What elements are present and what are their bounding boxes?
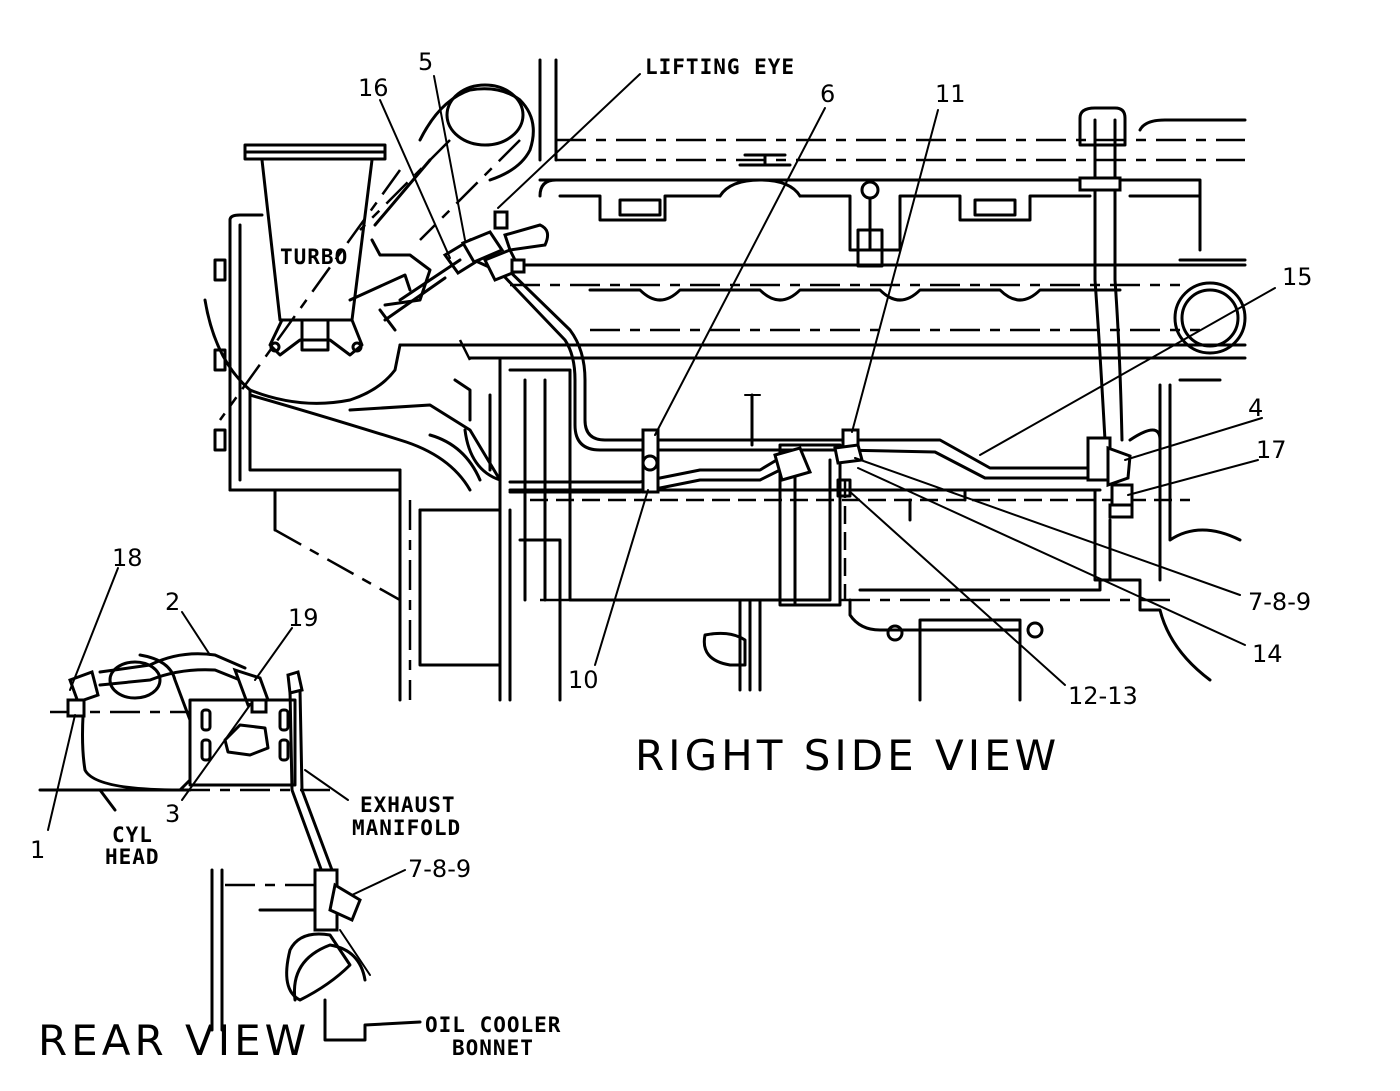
callout-19: 19	[288, 604, 319, 632]
callout-7-8-9-rear: 7-8-9	[408, 855, 471, 883]
callout-14: 14	[1252, 640, 1283, 668]
oil-cooler-bonnet-label-1: OIL COOLER	[425, 1013, 561, 1037]
text-labels: LIFTING EYE TURBO EXHAUST MANIFOLD CYL H…	[30, 48, 1313, 1065]
callout-11: 11	[935, 80, 966, 108]
callout-16: 16	[358, 74, 389, 102]
callout-15: 15	[1282, 263, 1313, 291]
right-side-view-title: RIGHT SIDE VIEW	[635, 731, 1060, 780]
callout-5: 5	[418, 48, 433, 76]
callout-1: 1	[30, 836, 45, 864]
callout-7-8-9-right: 7-8-9	[1248, 588, 1311, 616]
turbo-assembly	[203, 83, 535, 602]
oil-supply-line	[468, 106, 1247, 582]
callout-17: 17	[1256, 436, 1287, 464]
cyl-head-label-1: CYL	[112, 823, 153, 847]
fittings	[383, 176, 1134, 519]
callout-10: 10	[568, 666, 599, 694]
callout-3: 3	[165, 800, 180, 828]
exhaust-manifold-label-1: EXHAUST	[360, 793, 456, 817]
cyl-head-label-2: HEAD	[105, 845, 160, 869]
callout-leaders	[379, 73, 1276, 686]
lifting-eye-label: LIFTING EYE	[645, 55, 795, 79]
callout-2: 2	[165, 588, 180, 616]
callout-6: 6	[820, 80, 835, 108]
oil-cooler-bonnet-label-2: BONNET	[452, 1036, 534, 1060]
engine-outline	[398, 58, 1247, 702]
exhaust-manifold-label-2: MANIFOLD	[352, 816, 461, 840]
callout-12-13: 12-13	[1068, 682, 1138, 710]
callout-18: 18	[112, 544, 143, 572]
callout-4: 4	[1248, 394, 1263, 422]
turbo-label: TURBO	[280, 245, 348, 269]
rear-view-title: REAR VIEW	[38, 1016, 310, 1065]
rear-view-drawing	[38, 567, 422, 1042]
